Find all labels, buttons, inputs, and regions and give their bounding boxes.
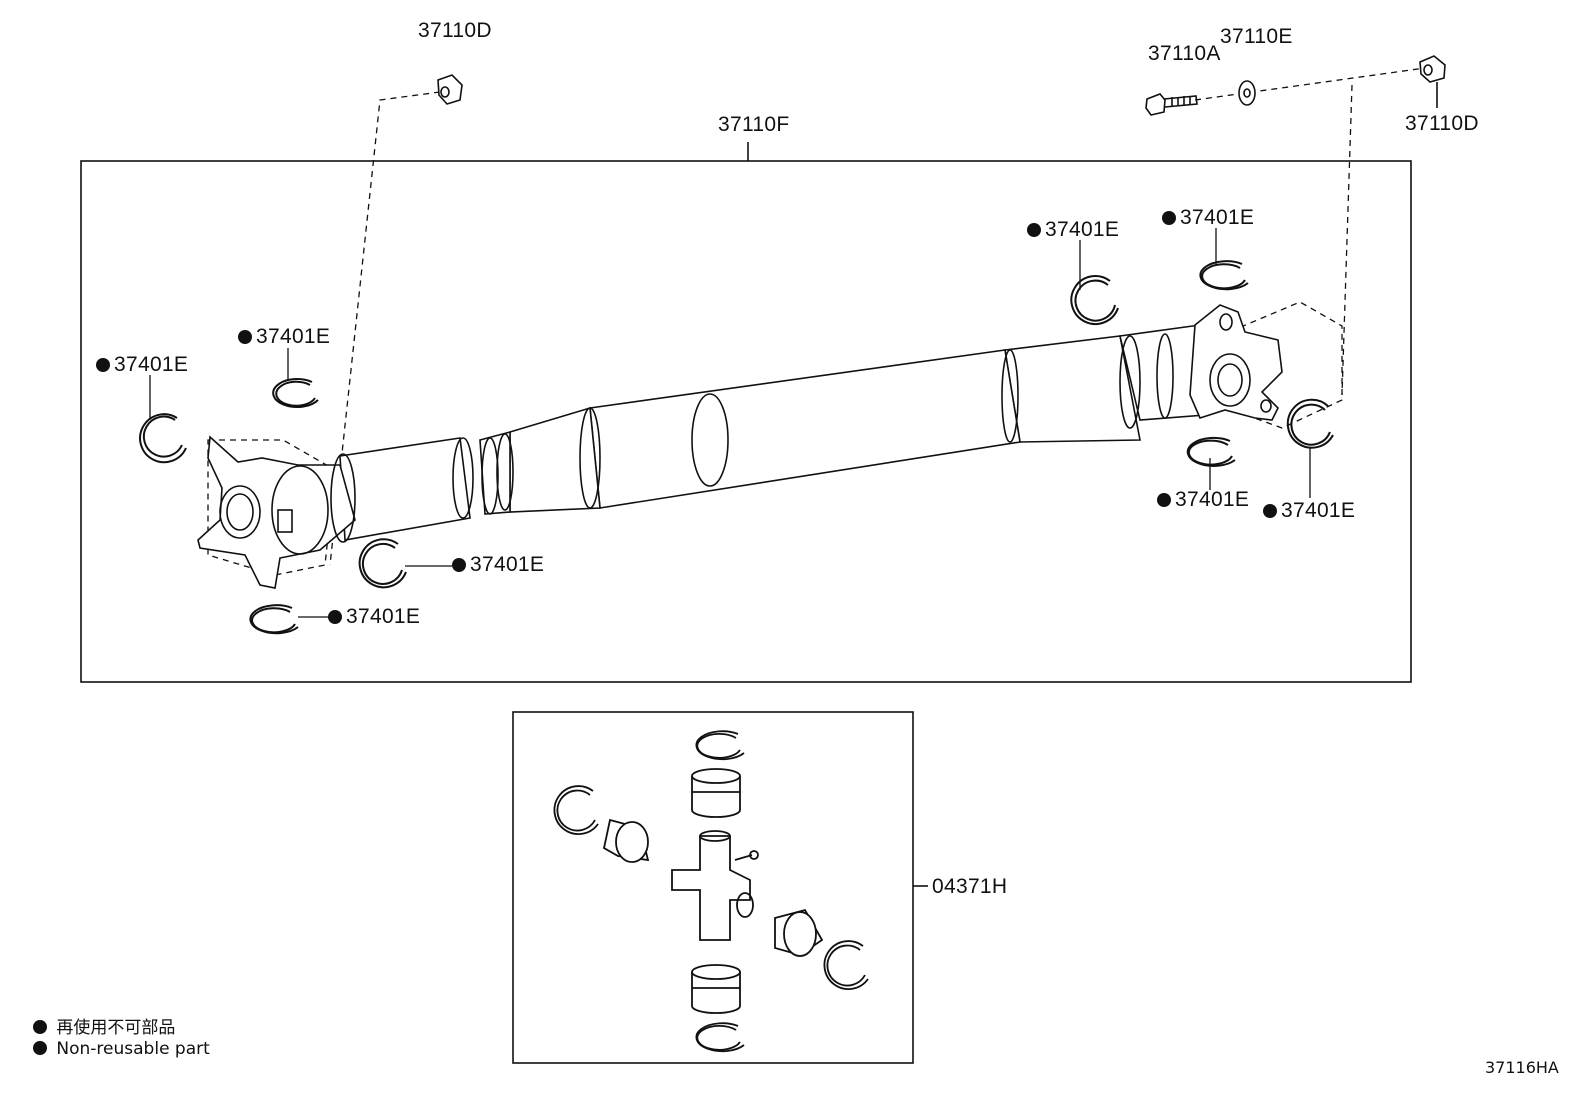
non-reusable-dot-icon [328,610,342,624]
front-flange-yoke [197,435,356,589]
label-37110d-left: 37110D [418,19,492,42]
label-04371h: 04371H [932,875,1008,898]
rear-flange-yoke [1189,304,1283,421]
label-37401e: 37401E [1157,488,1249,512]
label-37110a: 37110A [1148,42,1221,65]
label-37401e: 37401E [238,325,330,349]
washer-37110E [1238,80,1256,106]
snap-rings [139,260,1334,635]
non-reusable-dot-icon [1263,504,1277,518]
label-37401e: 37401E [328,605,420,629]
non-reusable-dot-icon [452,558,466,572]
diagram-code: 37116HA [1485,1058,1559,1077]
non-reusable-dot-icon [238,330,252,344]
label-37110f: 37110F [718,113,790,136]
label-37401e: 37401E [1027,218,1119,242]
label-37110d-right: 37110D [1405,112,1479,135]
label-37401e: 37401E [452,553,544,577]
label-37401e: 37401E [96,353,188,377]
label-37110e: 37110E [1220,25,1293,48]
bolt-37110A [1145,93,1198,116]
label-37401e: 37401E [1263,499,1355,523]
flange-nut-left [437,74,463,105]
non-reusable-dot-icon [96,358,110,372]
flange-nut-right [1419,55,1446,83]
non-reusable-dot-icon [1162,211,1176,225]
shaft-assembly-frame [80,160,1412,683]
non-reusable-dot-icon [33,1020,47,1034]
label-37401e: 37401E [1162,206,1254,230]
legend-jp: 再使用不可部品 [33,1013,175,1038]
legend-en: Non-reusable part [33,1039,210,1059]
spider-kit-frame [512,711,914,1064]
non-reusable-dot-icon [33,1041,47,1055]
non-reusable-dot-icon [1157,493,1171,507]
spider-kit-parts [553,730,869,1053]
non-reusable-dot-icon [1027,223,1041,237]
propeller-shaft [339,324,1206,541]
